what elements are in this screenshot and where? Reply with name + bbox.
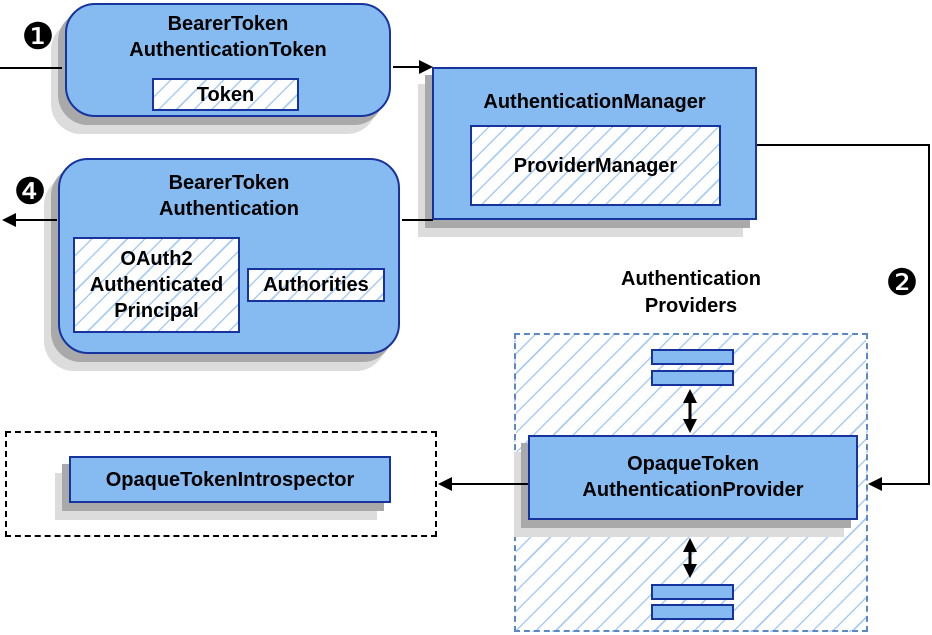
manager-to-provider-arrowhead: [868, 477, 882, 491]
provider-placeholder-bar: [651, 370, 734, 386]
principal-line-3: Principal: [114, 300, 199, 322]
provider-to-introspector-arrowhead: [438, 477, 452, 491]
label-line-1: Authentication: [621, 268, 761, 290]
authentication-providers-label: Authentication Providers: [514, 266, 868, 320]
step-1-badge: ❶: [21, 15, 55, 58]
opaque-token-authentication-provider-title: OpaqueToken AuthenticationProvider: [530, 451, 856, 503]
bearer-token-authentication-title: BearerToken Authentication: [60, 170, 398, 222]
provider-placeholder-bar: [651, 604, 734, 620]
principal-line-1: OAuth2: [120, 248, 193, 270]
title-line-2: Authentication: [159, 198, 299, 220]
provider-placeholder-bar: [651, 584, 734, 600]
opaque-token-introspector-node: OpaqueTokenIntrospector: [69, 456, 391, 503]
title-line-1: BearerToken: [167, 13, 289, 35]
authentication-manager-node: AuthenticationManager ProviderManager: [432, 67, 757, 220]
authentication-result-arrowhead: [2, 213, 16, 227]
step-2-badge: ❷: [885, 261, 919, 304]
title-line-1: OpaqueToken: [627, 453, 759, 475]
principal-line-2: Authenticated: [89, 274, 224, 296]
label-line-2: Providers: [644, 295, 738, 317]
title-line-1: BearerToken: [168, 172, 290, 194]
title-line-2: AuthenticationProvider: [582, 479, 804, 501]
opaque-token-authentication-provider-node: OpaqueToken AuthenticationProvider: [528, 435, 858, 520]
authentication-manager-title: AuthenticationManager: [483, 91, 706, 113]
provider-placeholder-bar: [651, 349, 734, 365]
bearer-token-authentication-token-title: BearerToken AuthenticationToken: [67, 11, 389, 63]
oauth2-authenticated-principal-box: OAuth2 Authenticated Principal: [73, 237, 240, 333]
bearer-token-authentication-token-node: BearerToken AuthenticationToken Token: [65, 3, 391, 117]
provider-manager-box: ProviderManager: [470, 125, 721, 206]
step-4-badge: ❹: [13, 170, 47, 213]
token-to-manager-arrowhead: [419, 60, 433, 74]
token-box: Token: [152, 78, 299, 111]
bearer-token-authentication-node: BearerToken Authentication OAuth2 Authen…: [58, 158, 400, 354]
authorities-box: Authorities: [247, 268, 385, 302]
title-line-2: AuthenticationToken: [129, 39, 327, 61]
